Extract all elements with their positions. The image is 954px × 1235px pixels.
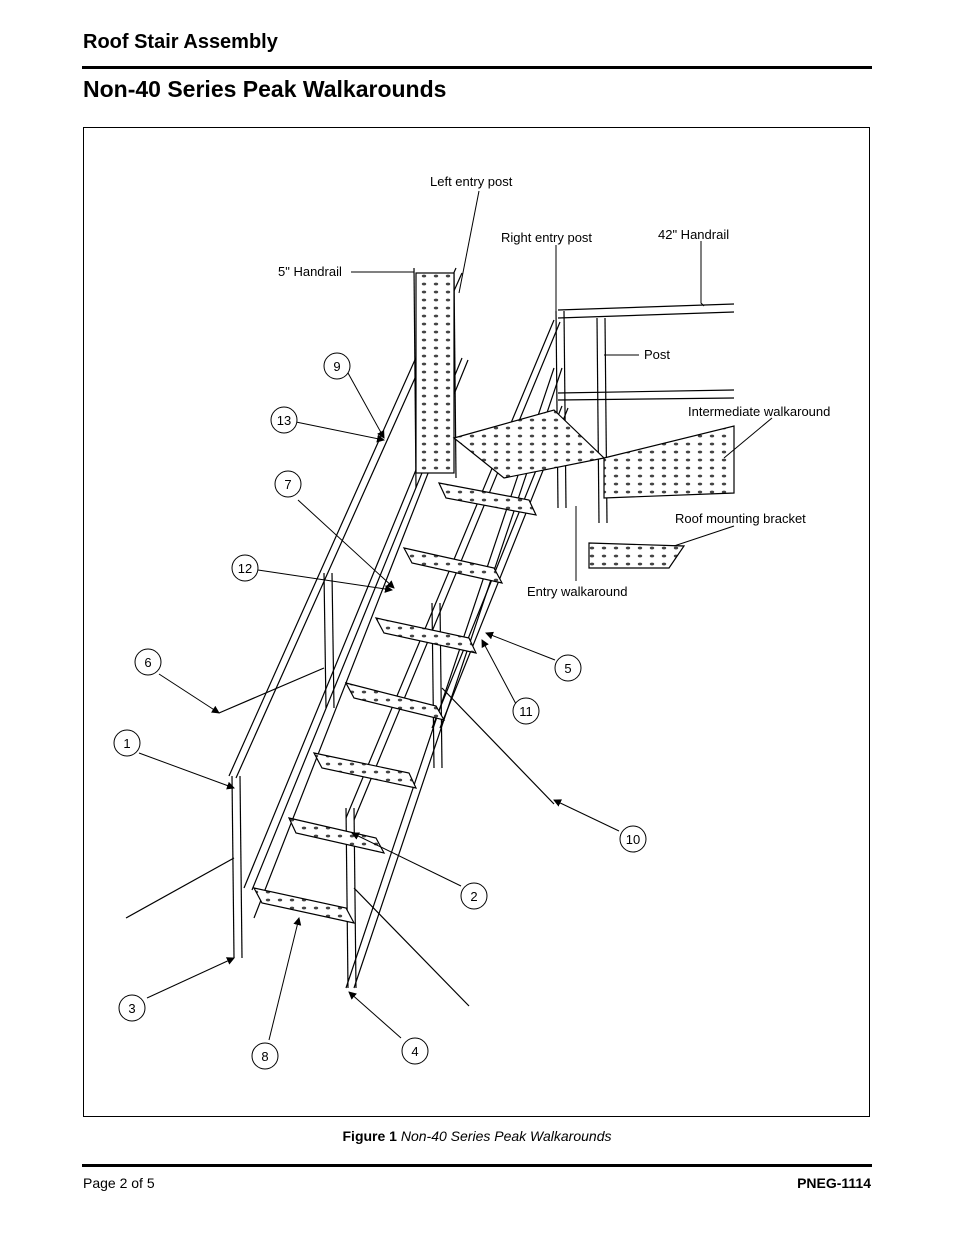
svg-text:6: 6 (144, 655, 151, 670)
document-id: PNEG-1114 (797, 1175, 871, 1191)
callout-5: 5 (554, 654, 582, 682)
label-42-handrail: 42" Handrail (658, 227, 729, 242)
page-title: Non-40 Series Peak Walkarounds (83, 76, 447, 102)
part-labels: Left entry post Right entry post 42" Han… (278, 174, 830, 599)
callout-8: 8 (251, 1042, 279, 1070)
svg-text:3: 3 (128, 1001, 135, 1016)
section-title: Roof Stair Assembly (83, 31, 278, 53)
svg-text:13: 13 (277, 413, 291, 428)
caption-label: Figure 1 (342, 1128, 397, 1144)
svg-text:8: 8 (261, 1049, 268, 1064)
label-roof-mounting-bracket: Roof mounting bracket (675, 511, 806, 526)
svg-text:11: 11 (519, 704, 533, 719)
callout-11: 11 (512, 697, 540, 725)
callout-12: 12 (231, 554, 259, 582)
stair-assembly-drawing: Left entry post Right entry post 42" Han… (113, 174, 830, 1070)
svg-text:4: 4 (411, 1044, 418, 1059)
callout-7: 7 (274, 470, 302, 498)
footer-rule (82, 1164, 872, 1167)
svg-text:7: 7 (284, 477, 291, 492)
label-left-entry-post: Left entry post (430, 174, 513, 189)
svg-text:1: 1 (123, 736, 130, 751)
callout-13: 13 (270, 406, 298, 434)
label-intermediate-walkaround: Intermediate walkaround (688, 404, 830, 419)
callout-1: 1 (113, 729, 141, 757)
callout-6: 6 (134, 648, 162, 676)
label-entry-walkaround: Entry walkaround (527, 584, 627, 599)
callout-10: 10 (619, 825, 647, 853)
svg-text:5: 5 (564, 661, 571, 676)
callout-4: 4 (401, 1037, 429, 1065)
svg-text:12: 12 (238, 561, 252, 576)
page-number: Page 2 of 5 (83, 1175, 155, 1191)
stair-treads (252, 482, 538, 924)
callout-9: 9 (323, 352, 351, 380)
svg-text:2: 2 (470, 889, 477, 904)
figure-frame: Left entry post Right entry post 42" Han… (83, 127, 870, 1117)
label-5-handrail: 5" Handrail (278, 264, 342, 279)
caption-text: Non-40 Series Peak Walkarounds (400, 1128, 612, 1144)
svg-text:10: 10 (626, 832, 640, 847)
callout-2: 2 (460, 882, 488, 910)
svg-text:9: 9 (333, 359, 340, 374)
label-right-entry-post: Right entry post (501, 230, 592, 245)
callout-3: 3 (118, 994, 146, 1022)
figure-caption: Figure 1 Non-40 Series Peak Walkarounds (0, 1128, 954, 1144)
header-rule (82, 66, 872, 69)
label-post: Post (644, 347, 670, 362)
line-art (125, 267, 735, 1007)
callout-markers: 9 13 7 12 6 1 5 11 10 2 3 4 8 (113, 352, 647, 1070)
leader-lines (138, 190, 773, 1041)
